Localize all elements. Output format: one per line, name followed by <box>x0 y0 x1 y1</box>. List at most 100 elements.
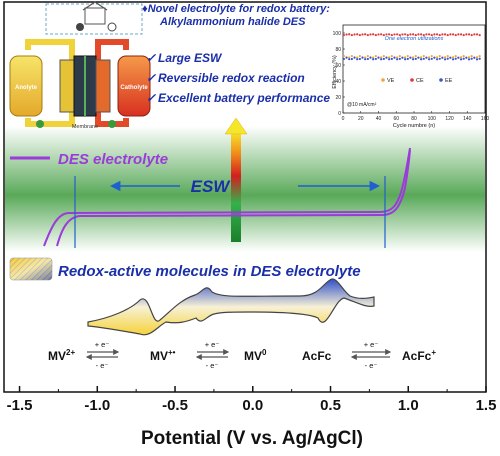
redox-label: Redox-active molecules in DES electrolyt… <box>58 263 361 280</box>
inset-point-ve <box>475 56 479 59</box>
inset-point-ce <box>353 33 356 36</box>
inset-xlabel: Cycle numbre (n) <box>393 123 435 129</box>
inset-point-ve <box>366 54 369 58</box>
redox-legend-swatch-hatch <box>10 258 52 280</box>
des-cv-forward <box>43 147 411 247</box>
inset-point-ce <box>430 33 433 37</box>
inset-point-ce <box>425 33 428 36</box>
inset-x-tick-label: 40 <box>376 116 382 122</box>
inset-point-ve <box>374 54 377 58</box>
feature-large-esw: Large ESW <box>158 51 223 65</box>
inset-point-ce <box>382 33 385 37</box>
inset-point-ve <box>380 56 383 59</box>
inset-point-ce <box>470 33 473 37</box>
inset-point-ce <box>393 33 396 36</box>
inset-point-ee <box>433 56 436 59</box>
inset-point-ee <box>467 58 471 61</box>
reaction3-reverse-label: - e⁻ <box>365 361 378 370</box>
inset-point-ee <box>377 56 380 59</box>
legend-marker-ee <box>439 78 443 82</box>
species-acfcp: AcFc+ <box>402 348 436 363</box>
inset-point-ve <box>446 54 449 58</box>
inset-point-ve <box>404 56 407 59</box>
inset-point-ve <box>382 54 385 58</box>
inset-point-ee <box>401 56 404 59</box>
feature-reversible-redox: Reversible redox reaction <box>158 71 305 85</box>
axis-tick-label: 0.0 <box>242 397 263 414</box>
inset-point-ce <box>417 33 420 36</box>
inset-point-ce <box>366 33 369 37</box>
legend-ce: CE <box>416 78 424 84</box>
inset-point-ee <box>449 56 452 59</box>
axis-tick-label: 1.5 <box>476 397 497 414</box>
inset-point-ee <box>361 56 364 59</box>
inset-x-tick-label: 160 <box>481 116 490 122</box>
inset-y-tick-label: 100 <box>333 31 342 37</box>
axis-tick-label: -1.5 <box>7 397 33 414</box>
inset-point-ee <box>358 57 361 61</box>
inset-point-ve <box>438 54 441 58</box>
inset-point-ee <box>457 56 460 59</box>
inset-point-ve <box>459 56 463 59</box>
legend-marker-ce <box>410 78 414 82</box>
inset-point-ce <box>441 33 444 36</box>
species-acfc: AcFc <box>302 349 332 363</box>
inset-point-ve <box>435 56 439 59</box>
inset-point-ve <box>454 54 457 58</box>
inset-point-ee <box>446 57 449 60</box>
reaction3-forward-label: + e⁻ <box>364 340 379 349</box>
axis-tick-label: 0.5 <box>320 397 341 414</box>
inset-point-ve <box>348 56 351 59</box>
inset-point-ee <box>427 58 431 61</box>
inset-point-ce <box>374 33 377 37</box>
inset-point-ve <box>427 56 431 59</box>
inset-point-ee <box>350 57 353 61</box>
inset-point-ce <box>377 33 380 36</box>
headline-line1: ♦Novel electrolyte for redox battery: <box>142 3 330 15</box>
inset-point-ce <box>446 33 449 37</box>
inset-point-ce <box>380 33 383 36</box>
inset-point-ce <box>372 33 375 36</box>
species-mv2: MV2+ <box>48 348 75 363</box>
inset-point-ce <box>404 33 407 36</box>
axis-tick-label: 1.0 <box>398 397 419 414</box>
inset-point-ee <box>412 58 415 61</box>
legend-marker-ve <box>381 78 385 82</box>
inset-point-ee <box>345 56 348 59</box>
inset-point-ee <box>443 58 447 61</box>
inset-point-ce <box>451 33 455 36</box>
inset-y-tick-label: 80 <box>335 47 341 53</box>
inset-point-ce <box>356 33 359 36</box>
inset-point-ce <box>427 33 431 36</box>
inset-point-ve <box>396 56 399 59</box>
inset-point-ce <box>396 33 399 36</box>
potential-axis-title: Potential (V vs. Ag/AgCl) <box>141 428 363 449</box>
inset-point-ee <box>382 57 385 61</box>
inset-point-ee <box>459 58 463 61</box>
inset-point-ee <box>454 57 457 60</box>
house-icon <box>84 7 106 25</box>
anolyte-label: Anolyte <box>15 85 38 91</box>
inset-point-ce <box>473 33 476 36</box>
species-mv0: MV0 <box>244 348 267 363</box>
inset-point-ce <box>462 33 465 37</box>
inset-point-ee <box>414 57 417 60</box>
inset-point-ce <box>388 33 391 36</box>
redox-reactions: MV2+ + e⁻ - e⁻ MV+• + e⁻ - e⁻ MV0 AcFc +… <box>48 340 436 370</box>
inset-point-ve <box>422 54 425 58</box>
wind-turbine-icon <box>107 22 117 32</box>
check-mark-icon: ✓ <box>146 91 157 105</box>
inset-point-ce <box>361 33 364 36</box>
inset-point-ce <box>459 33 463 36</box>
inset-annotation: One electron utilizations <box>385 36 444 42</box>
inset-point-ve <box>372 56 375 59</box>
inset-point-ce <box>409 33 412 36</box>
inset-point-ee <box>342 57 345 61</box>
performance-arrow-head <box>224 117 248 135</box>
inset-point-ce <box>345 33 348 36</box>
feature-checklist: ✓ Large ESW ✓ Reversible redox reaction … <box>146 51 330 105</box>
inset-point-ve <box>342 54 345 58</box>
headline-line2: Alkylammonium halide DES <box>159 16 306 28</box>
inset-series-group <box>342 33 481 61</box>
